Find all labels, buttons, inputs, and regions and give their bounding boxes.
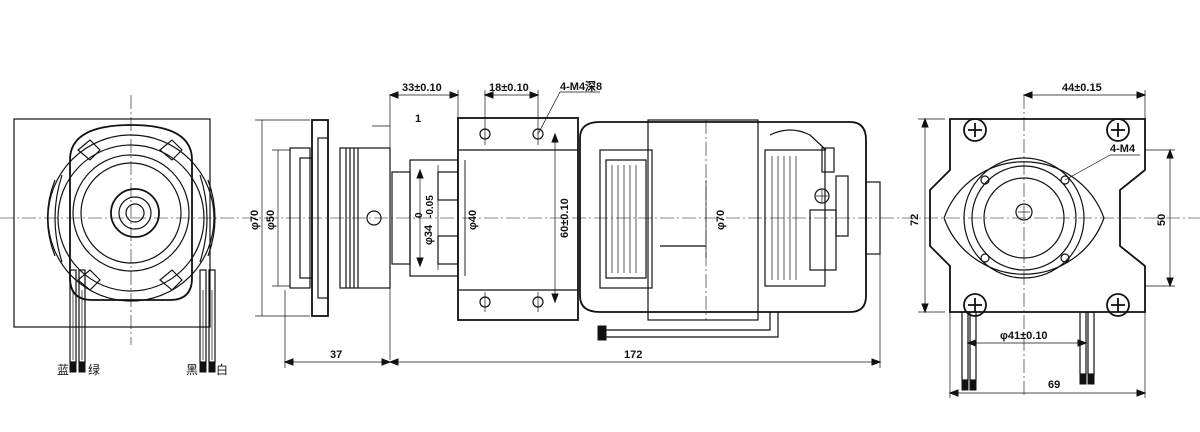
dim-motor-dia: φ70 [715, 210, 727, 230]
dim-gap: 1 [415, 113, 421, 125]
wire-label-green: 绿 [88, 362, 100, 377]
dim-tapped-holes-side: 4-M4深8 [560, 79, 602, 93]
dim-flange-offset: 33±0.10 [402, 82, 442, 94]
dim-rear-height: 72 [909, 214, 921, 226]
screw-bottom-right [1106, 293, 1130, 317]
dim-shaft-length: 37 [330, 349, 342, 361]
side-view: 1 [255, 95, 881, 360]
wire-label-black: 黑 [186, 363, 198, 377]
dim-hub-dia: φ50 [265, 210, 277, 230]
wire-bundle-left [69, 269, 86, 373]
side-view-dimensions: 33±0.10 18±0.10 4-M4深8 φ70 φ50 φ34 0 -0.… [249, 79, 882, 368]
dim-hole-spacing-top: 18±0.10 [489, 82, 529, 94]
screw-top-left [963, 118, 987, 142]
dim-rear-width: 69 [1048, 379, 1060, 391]
dim-rear-inner-height: 50 [1156, 214, 1168, 226]
dim-rear-tapped-holes: 4-M4 [1110, 143, 1136, 155]
dim-rear-top-spacing: 44±0.15 [1062, 82, 1102, 94]
rear-view-dimensions: 44±0.15 4-M4 72 50 φ41±0.10 69 [909, 82, 1175, 398]
dim-body-dia-inner: φ40 [467, 210, 479, 230]
wire-label-white: 白 [216, 362, 228, 377]
dim-shaft-boss-tol-lower: -0.05 [425, 195, 436, 218]
front-view: 蓝 绿 黑 白 [13, 95, 228, 377]
screw-bottom-left [963, 293, 987, 317]
wire-bundle-right [199, 269, 216, 373]
dim-rear-bore-dia: φ41±0.10 [1000, 330, 1048, 342]
dim-shaft-boss-tol-upper: 0 [414, 212, 425, 218]
dim-overall-length: 172 [624, 349, 642, 361]
dim-flange-dia: φ70 [249, 210, 261, 230]
rear-view [929, 95, 1146, 395]
screw-top-right [1106, 118, 1130, 142]
dim-shaft-boss-dia: φ34 [423, 224, 435, 245]
dim-mount-spacing: 60±0.10 [559, 198, 571, 238]
wire-label-blue: 蓝 [57, 363, 69, 377]
